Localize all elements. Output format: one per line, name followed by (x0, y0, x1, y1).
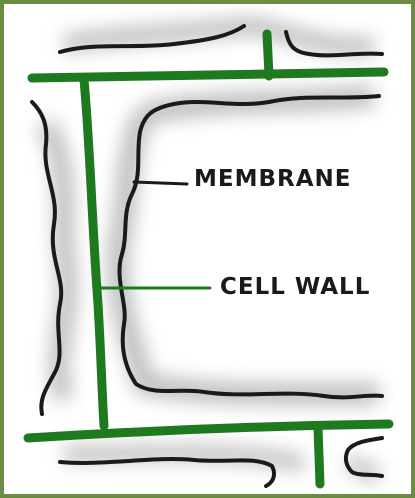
membrane-label: MEMBRANE (194, 166, 352, 192)
cell-diagram (4, 4, 411, 494)
cell-wall-top-stub (267, 34, 269, 76)
cell-wall-label: CELL WALL (220, 274, 370, 300)
membrane-leader-line (134, 182, 187, 184)
membrane-main-cell (119, 96, 382, 397)
cell-wall-bottom-stub (318, 428, 320, 484)
cell-wall-bottom (28, 424, 389, 438)
cell-wall-vertical (84, 80, 104, 426)
